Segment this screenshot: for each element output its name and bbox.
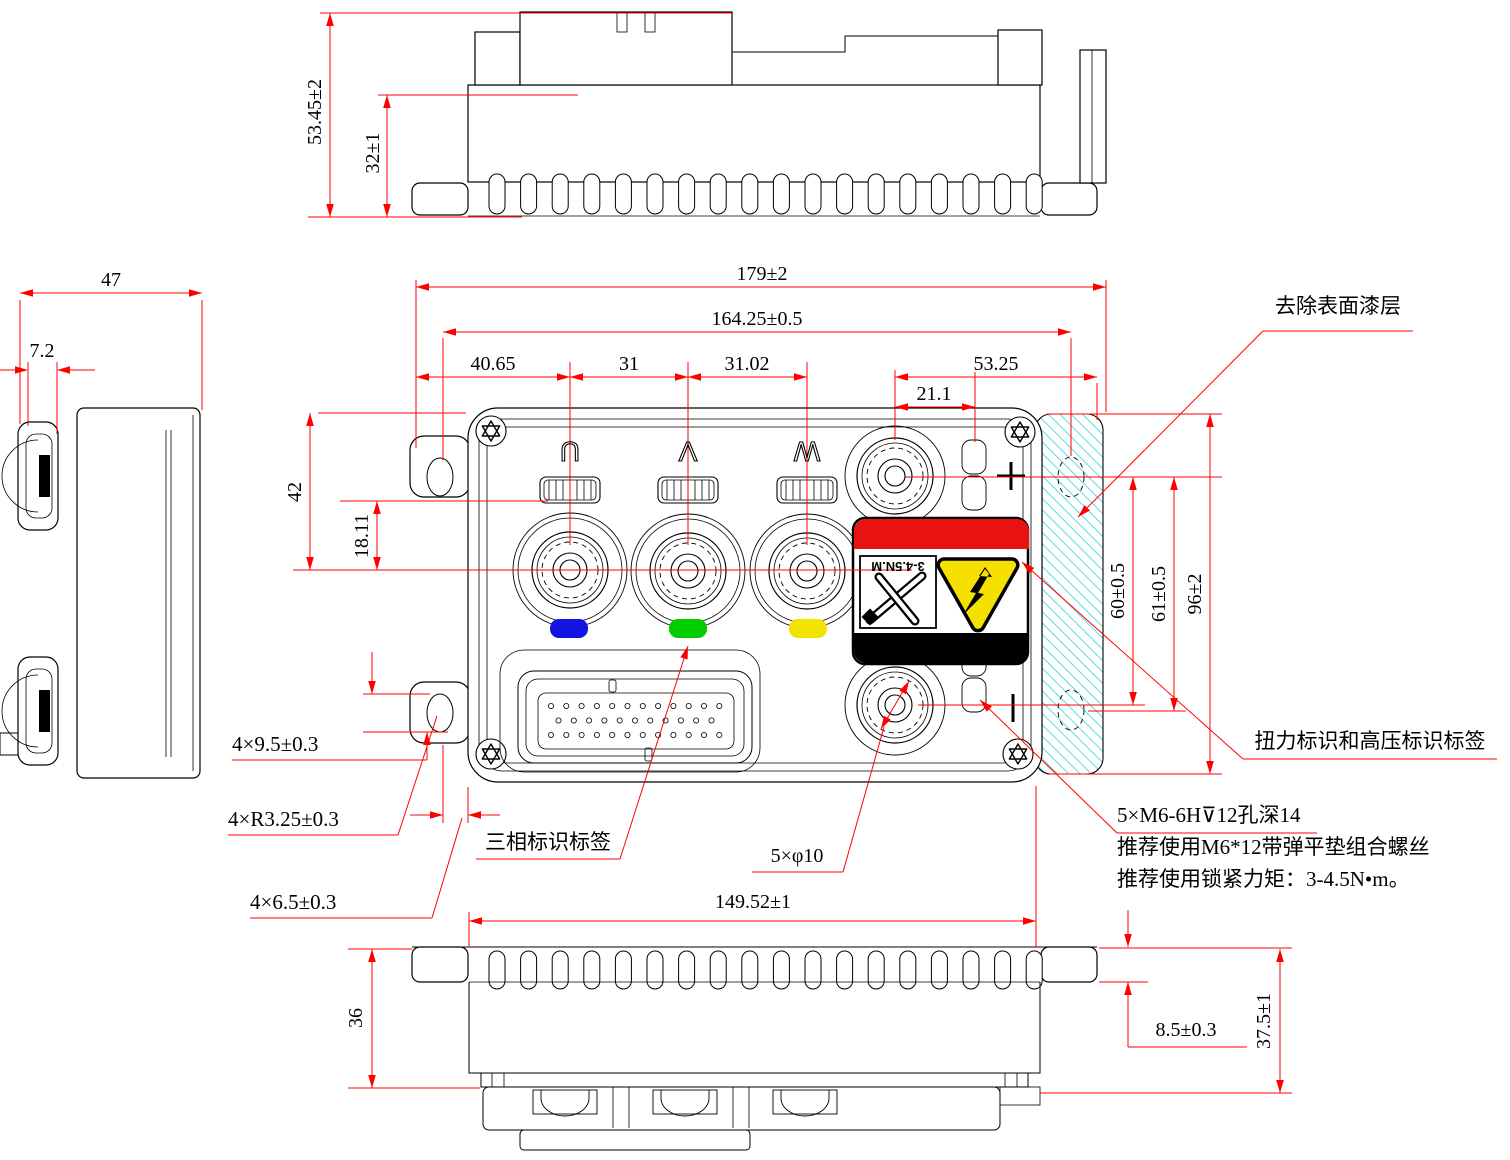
mount-hole-bottom-left — [426, 693, 454, 733]
annotation-torque-hv-label: 扭力标识和高压标识标签 — [1255, 729, 1486, 753]
dim-96: 96±2 — [1184, 574, 1206, 615]
dim-37-5: 37.5±1 — [1253, 993, 1275, 1049]
dim-4x9-5: 4×9.5±0.3 — [232, 732, 318, 756]
annotation-thread-note-3: 推荐使用锁紧力矩：3-4.5N•m。 — [1117, 867, 1410, 891]
dim-4x6-5: 4×6.5±0.3 — [250, 890, 336, 914]
annotation-thread-note-1: 5×M6-6H⊽12孔深14 — [1117, 803, 1301, 827]
view-main — [409, 407, 1104, 783]
paint-removed-area — [1034, 413, 1104, 775]
part-label-texts: U V W 3-4.5N.M — [559, 435, 924, 574]
dim-149-52: 149.52±1 — [715, 891, 791, 913]
bottom-phase-sockets — [532, 1089, 838, 1117]
warning-label — [851, 516, 1030, 666]
plus-terminal-mark — [997, 462, 1025, 490]
dim-7-2: 7.2 — [30, 340, 55, 362]
dimension-texts: 53.45±2 32±1 47 7.2 179±2 164.25±0.5 40.… — [30, 79, 1276, 1049]
view-side — [0, 407, 201, 779]
dim-164-25: 164.25±0.5 — [712, 308, 803, 330]
mount-hole-hidden-bottom — [1057, 689, 1085, 731]
view-top — [411, 11, 1107, 217]
dim-31-02: 31.02 — [725, 353, 770, 375]
phase-w-marker — [789, 619, 827, 638]
annotation-phase-label: 三相标识标签 — [485, 830, 611, 854]
torque-value-text: 3-4.5N.M — [871, 559, 924, 574]
phase-u-letter: U — [560, 436, 580, 467]
dim-61: 61±0.5 — [1148, 566, 1170, 622]
dim-179: 179±2 — [737, 263, 788, 285]
annotation-thread-note-2: 推荐使用M6*12带弹平垫组合螺丝 — [1117, 835, 1430, 859]
dim-18-11: 18.11 — [351, 514, 373, 558]
phase-u-marker — [550, 619, 588, 638]
phase-w-letter: W — [793, 436, 820, 467]
dim-47: 47 — [101, 269, 121, 291]
dim-42: 42 — [284, 482, 306, 502]
dim-53-45: 53.45±2 — [304, 79, 326, 145]
label-black-band — [854, 633, 1029, 663]
signal-connector — [499, 649, 761, 773]
view-bottom — [411, 946, 1098, 1151]
heatsink-fins-top — [488, 173, 1043, 215]
phase-v-marker — [669, 619, 707, 638]
lightning-bolt-icon — [963, 567, 992, 615]
dim-36: 36 — [345, 1008, 367, 1028]
heatsink-fins-bottom — [488, 950, 1043, 990]
dim-32: 32±1 — [362, 133, 384, 174]
dim-60: 60±0.5 — [1107, 563, 1129, 619]
torx-screws — [475, 415, 1036, 770]
annotation-texts: 去除表面漆层 扭力标识和高压标识标签 三相标识标签 5×M6-6H⊽12孔深14… — [485, 294, 1486, 891]
annotation-remove-paint: 去除表面漆层 — [1275, 294, 1401, 318]
dim-8-5: 8.5±0.3 — [1156, 1019, 1217, 1041]
phase-v-letter: V — [678, 436, 697, 467]
mount-hole-top-left — [426, 457, 454, 497]
crossed-tools-icon — [861, 571, 927, 626]
label-red-band — [854, 519, 1029, 549]
dim-31: 31 — [619, 353, 639, 375]
dim-5xphi10: 5×φ10 — [771, 845, 824, 867]
dim-53-25: 53.25 — [974, 353, 1019, 375]
dim-21-1: 21.1 — [917, 383, 952, 405]
dimension-lines — [0, 12, 1497, 1094]
dim-4xr3-25: 4×R3.25±0.3 — [228, 807, 339, 831]
dim-40-65: 40.65 — [471, 353, 516, 375]
